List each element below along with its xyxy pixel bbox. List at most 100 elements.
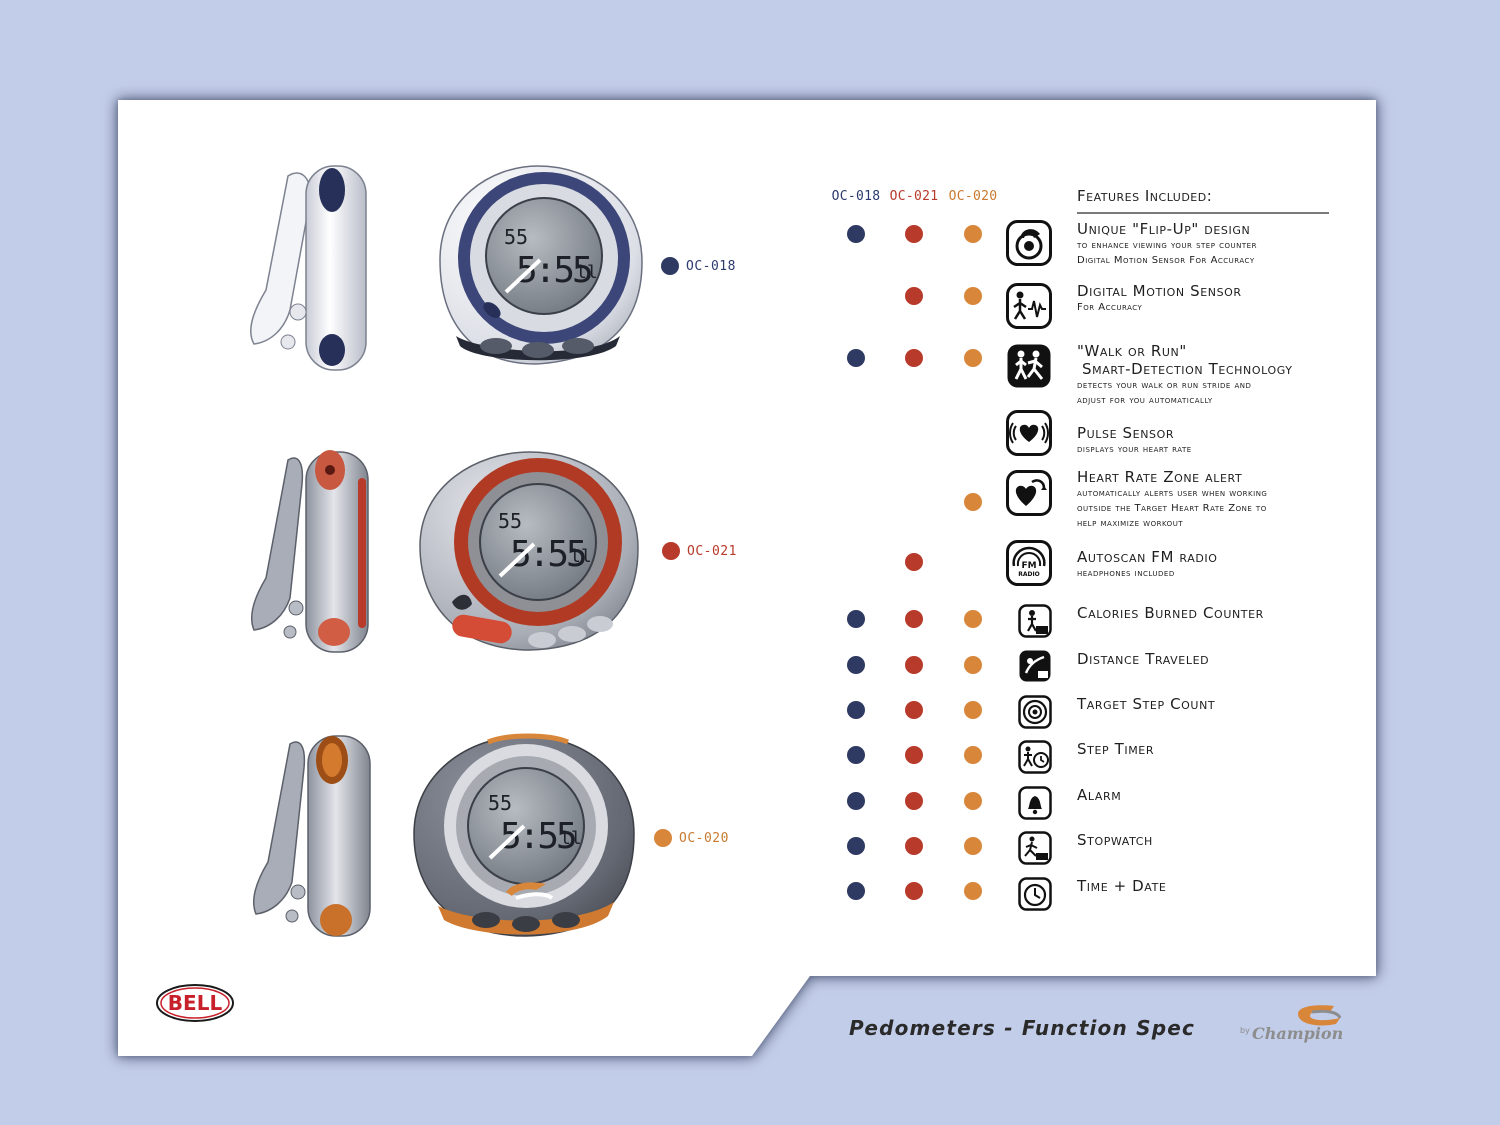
dot-oc020 [964,792,982,810]
feature-title: Calories Burned Counter [1077,604,1264,622]
feature-title: Heart Rate Zone alert [1077,468,1243,486]
dot-oc018 [847,349,865,367]
dot-oc018 [847,701,865,719]
dot-oc018 [847,656,865,674]
dot-oc020 [964,882,982,900]
heart-zone-icon [1006,470,1052,516]
dot-oc020 [964,349,982,367]
svg-text:55: 55 [498,509,522,533]
legend-label: OC-020 [679,830,729,846]
dot-oc020 [964,701,982,719]
dot-oc018 [847,837,865,855]
dot-oc021 [905,287,923,305]
legend-dot-red [662,542,680,560]
svg-text:BELL: BELL [168,991,223,1015]
dot-oc021 [905,610,923,628]
device-oc021-front: 55 5:55 ll [419,451,639,651]
feature-title: Step Timer [1077,740,1155,758]
feature-title: "Walk or Run" [1077,342,1187,360]
dot-oc021 [905,553,923,571]
feature-desc: For Accuracy [1077,302,1143,313]
feature-title: Pulse Sensor [1077,424,1175,442]
calories-icon [1018,604,1052,638]
svg-text:ll: ll [576,262,598,283]
feature-title: Stopwatch [1077,831,1153,849]
walk-run-icon [1007,344,1051,388]
dot-oc020 [964,610,982,628]
feature-title: Autoscan FM radio [1077,548,1218,566]
svg-text:55: 55 [504,225,528,249]
dot-oc021 [905,701,923,719]
feature-desc: Digital Motion Sensor For Accuracy [1077,255,1255,266]
dot-oc020 [964,287,982,305]
feature-title: Unique "Flip-Up" design [1077,220,1251,238]
champion-by-text: by [1240,1026,1250,1035]
column-header-oc020: OC-020 [948,189,998,204]
dot-oc021 [905,349,923,367]
feature-title: Time + Date [1077,877,1167,895]
column-header-oc021: OC-021 [889,189,939,204]
dot-oc021 [905,882,923,900]
dot-oc021 [905,746,923,764]
feature-title: Target Step Count [1077,695,1216,713]
dot-oc020 [964,837,982,855]
svg-text:FM: FM [1021,561,1036,571]
dot-oc018 [847,882,865,900]
feature-title: Alarm [1077,786,1122,804]
feature-desc: displays your heart rate [1077,444,1192,455]
dot-oc020 [964,656,982,674]
legend-dot-orange [654,829,672,847]
svg-text:ll: ll [560,828,582,849]
champion-c-logo [1298,1005,1342,1026]
dot-oc020 [964,746,982,764]
dot-oc018 [847,225,865,243]
feature-title: Distance Traveled [1077,650,1210,668]
legend-label: OC-021 [687,543,737,559]
svg-text:RADIO: RADIO [1018,571,1040,578]
device-oc020-side [252,735,371,937]
feature-title-line2: Smart-Detection Technology [1082,360,1293,378]
dot-oc020 [964,493,982,511]
dot-oc018 [847,610,865,628]
feature-title: Digital Motion Sensor [1077,282,1242,300]
device-oc020-front: 55 5:55 ll [413,733,635,937]
dot-oc021 [905,225,923,243]
page-title: Pedometers - Function Spec [849,1016,1196,1040]
feature-desc: automatically alerts user when working [1077,488,1268,499]
feature-desc: adjust for you automatically [1077,395,1213,406]
dot-oc018 [847,746,865,764]
features-title: Features Included: [1077,187,1213,205]
distance-icon [1019,650,1051,682]
motion-sensor-icon [1006,283,1052,329]
device-oc018-front: 55 5:55 ll [439,165,643,365]
svg-text:55: 55 [488,791,512,815]
feature-desc: to enhance viewing your step counter [1077,240,1257,251]
fm-radio-icon: FM RADIO [1006,540,1052,586]
device-oc018-side [250,165,367,371]
legend-oc021: OC-021 [662,542,737,560]
flip-up-icon [1006,220,1052,266]
target-step-icon [1018,695,1052,729]
feature-desc: detects your walk or run stride and [1077,380,1252,391]
alarm-bell-icon [1018,786,1052,820]
feature-desc: help maximize workout [1077,518,1184,529]
step-timer-icon [1018,740,1052,774]
dot-oc021 [905,837,923,855]
dot-oc021 [905,792,923,810]
clock-icon [1018,877,1052,911]
legend-dot-navy [661,257,679,275]
legend-label: OC-018 [686,258,736,274]
pulse-heart-icon [1006,410,1052,456]
legend-oc018: OC-018 [661,257,736,275]
bell-logo: BELL [156,984,234,1022]
stopwatch-runner-icon [1018,831,1052,865]
column-header-oc018: OC-018 [831,189,881,204]
dot-oc021 [905,656,923,674]
dot-oc018 [847,792,865,810]
svg-text:ll: ll [570,546,592,567]
features-divider [1077,212,1329,214]
feature-desc: headphones included [1077,568,1175,579]
legend-oc020: OC-020 [654,829,729,847]
feature-desc: outside the Target Heart Rate Zone to [1077,503,1267,514]
champion-wordmark: Champion [1252,1024,1344,1043]
